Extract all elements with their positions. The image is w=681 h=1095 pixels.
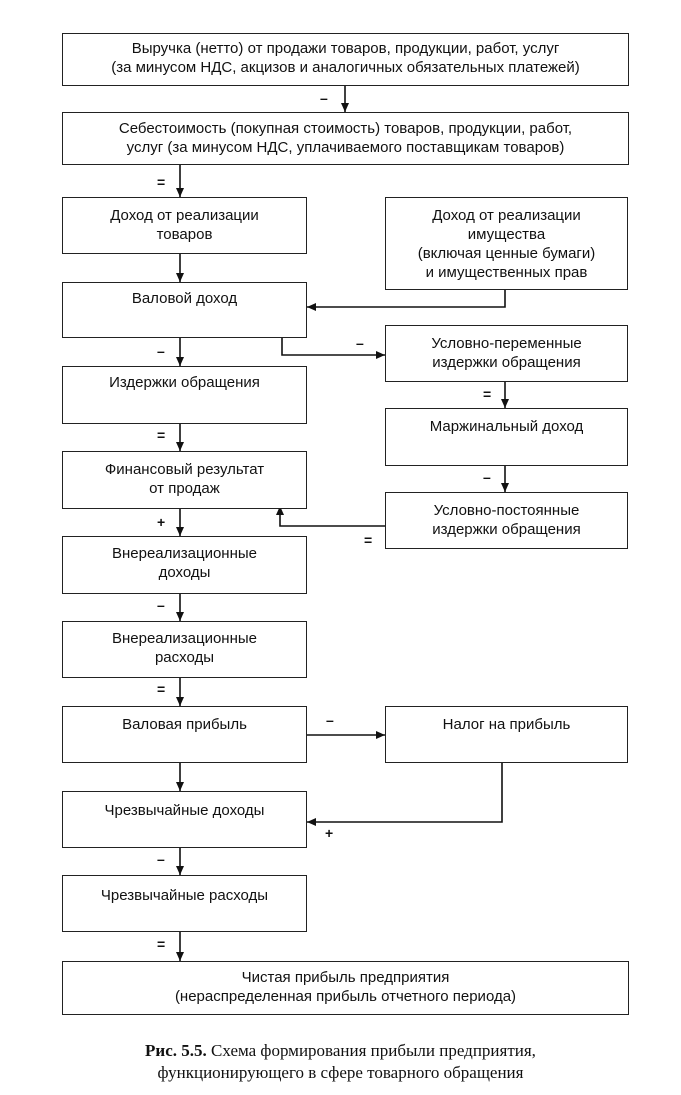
- box-extra-expenses: Чрезвычайные расходы: [62, 875, 307, 932]
- box-nonop-expenses: Внереализационные расходы: [62, 621, 307, 678]
- op-equals-cost-sales: =: [157, 174, 166, 190]
- box-property-income: Доход от реализации имущества (включая ц…: [385, 197, 628, 290]
- box-cost: Себестоимость (покупная стоимость) товар…: [62, 112, 629, 165]
- op-equals-costs-result: =: [157, 427, 166, 443]
- op-minus-gross-costs: –: [157, 343, 165, 359]
- box-revenue: Выручка (нетто) от продажи товаров, прод…: [62, 33, 629, 86]
- box-nonop-income: Внереализационные доходы: [62, 536, 307, 594]
- box-property-income-label: Доход от реализации имущества (включая ц…: [417, 207, 596, 281]
- arrow-fixed-to-sales-result: [276, 506, 385, 527]
- op-equals-fixed-result: =: [364, 532, 373, 548]
- box-nonop-income-label: Внереализационные доходы: [111, 545, 257, 581]
- box-net-profit: Чистая прибыль предприятия (нераспределе…: [62, 961, 629, 1015]
- op-minus-nonop: –: [157, 597, 165, 613]
- box-profit-tax: Налог на прибыль: [385, 706, 628, 763]
- op-plus-result-nonop: +: [157, 514, 166, 530]
- box-profit-tax-label: Налог на прибыль: [442, 716, 571, 733]
- figure-caption-text: Схема формирования прибыли предприятия, …: [157, 1041, 536, 1082]
- box-cost-label: Себестоимость (покупная стоимость) товар…: [118, 120, 573, 156]
- box-marginal-income-label: Маржинальный доход: [429, 418, 584, 435]
- box-revenue-label: Выручка (нетто) от продажи товаров, прод…: [111, 40, 580, 76]
- op-minus-gross-tax: –: [326, 712, 334, 728]
- box-gross-profit-label: Валовая прибыль: [122, 716, 247, 733]
- box-sales-income: Доход от реализации товаров: [62, 197, 307, 254]
- box-gross-income-label: Валовой доход: [131, 290, 238, 307]
- box-marginal-income: Маржинальный доход: [385, 408, 628, 466]
- op-equals-variable-marginal: =: [483, 386, 492, 402]
- arrow-property-to-gross-income: [307, 290, 506, 311]
- op-minus-extra: –: [157, 851, 165, 867]
- box-gross-profit: Валовая прибыль: [62, 706, 307, 763]
- box-nonop-expenses-label: Внереализационные расходы: [111, 630, 257, 666]
- box-net-profit-label: Чистая прибыль предприятия (нераспределе…: [174, 969, 517, 1005]
- op-plus-tax-extra: +: [325, 825, 334, 841]
- box-distribution-costs-label: Издержки обращения: [109, 374, 260, 391]
- box-variable-costs-label: Условно-переменные издержки обращения: [431, 335, 582, 371]
- box-fixed-costs-label: Условно-постоянные издержки обращения: [432, 502, 581, 538]
- box-extra-expenses-label: Чрезвычайные расходы: [100, 887, 269, 904]
- box-variable-costs: Условно-переменные издержки обращения: [385, 325, 628, 382]
- box-sales-result: Финансовый результат от продаж: [62, 451, 307, 509]
- box-sales-result-label: Финансовый результат от продаж: [104, 461, 265, 497]
- op-equals-extra-net: =: [157, 936, 166, 952]
- op-minus-revenue-cost: –: [320, 90, 328, 106]
- op-equals-nonop-gross: =: [157, 681, 166, 697]
- figure-caption-label: Рис. 5.5.: [145, 1041, 207, 1060]
- box-extra-income: Чрезвычайные доходы: [62, 791, 307, 848]
- arrow-tax-to-extra-income: [307, 763, 503, 826]
- figure-caption: Рис. 5.5. Схема формирования прибыли пре…: [0, 1040, 681, 1084]
- op-minus-marginal-fixed: –: [483, 469, 491, 485]
- op-minus-gross-variable: –: [356, 335, 364, 351]
- box-gross-income: Валовой доход: [62, 282, 307, 338]
- box-extra-income-label: Чрезвычайные доходы: [104, 802, 265, 819]
- arrow-gross-income-to-variable: [281, 338, 385, 359]
- box-fixed-costs: Условно-постоянные издержки обращения: [385, 492, 628, 549]
- box-sales-income-label: Доход от реализации товаров: [110, 207, 259, 243]
- box-distribution-costs: Издержки обращения: [62, 366, 307, 424]
